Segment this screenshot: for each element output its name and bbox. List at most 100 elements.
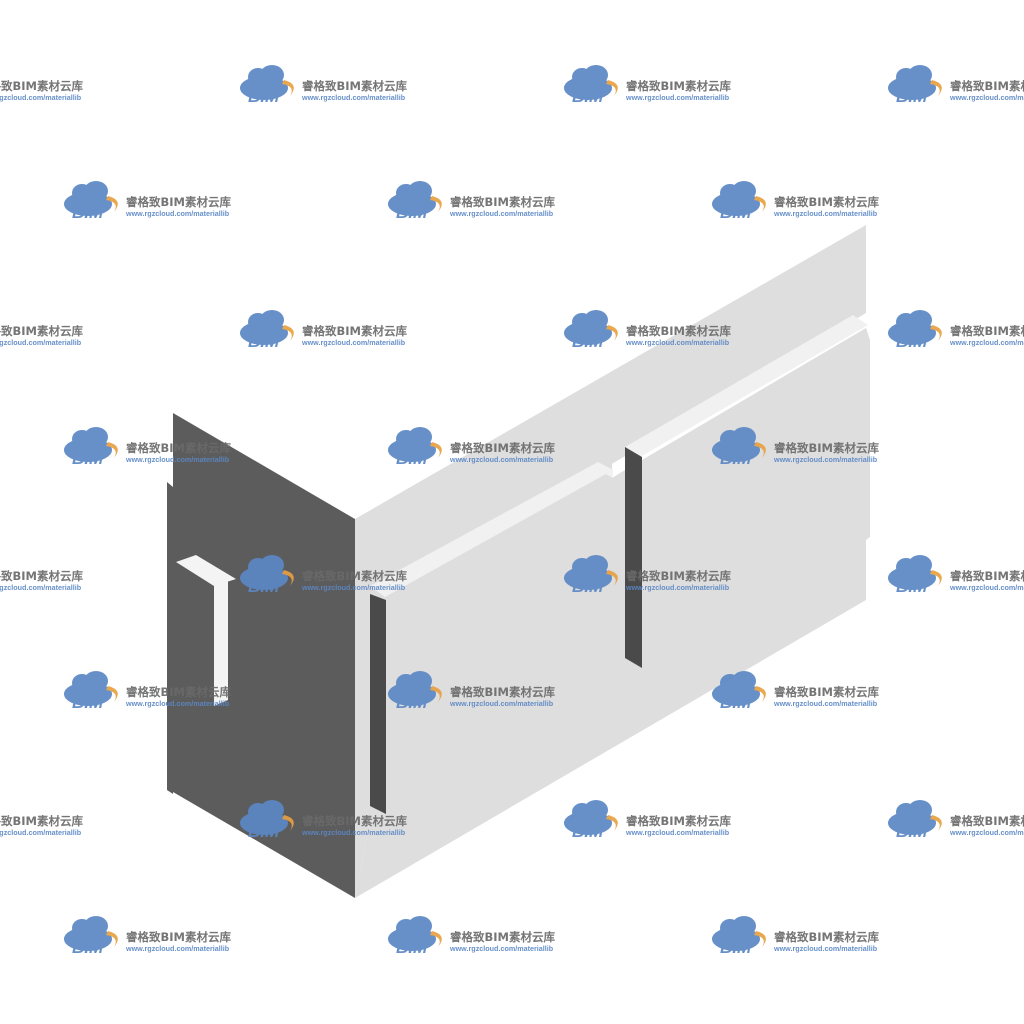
watermark-title: 睿格致BIM素材云库 [450,685,555,699]
vertical-grooves [370,447,642,814]
watermark-tile: BIM睿格致BIM素材云库www.rgzcloud.com/materialli… [0,814,83,837]
cloud-icon [712,671,766,706]
cloud-icon [64,181,118,216]
cloud-icon [240,310,294,345]
watermark-title: 睿格致BIM素材云库 [302,814,407,828]
cloud-icon [712,427,766,462]
watermark-title: 睿格致BIM素材云库 [0,79,83,93]
watermark-tile: BIM睿格致BIM素材云库www.rgzcloud.com/materialli… [564,310,731,351]
ledge-top-lower [370,462,613,597]
watermark-brand: BIM [396,938,428,957]
watermark-url: www.rgzcloud.com/materiallib [949,93,1024,102]
watermark-tile: BIM睿格致BIM素材云库www.rgzcloud.com/materialli… [0,324,83,347]
side-notch-top [176,555,236,586]
watermark-layer: BIM睿格致BIM素材云库www.rgzcloud.com/materialli… [0,65,1024,957]
watermark-tile: BIM睿格致BIM素材云库www.rgzcloud.com/materialli… [240,555,407,596]
watermark-tile: BIM睿格致BIM素材云库www.rgzcloud.com/materialli… [564,65,731,106]
watermark-tile: BIM 睿格致BIM素材云库www.rgzcloud.com/materialli… [64,916,231,957]
watermark-brand: BIM [248,822,280,841]
cloud-icon [240,65,294,100]
block-model [167,225,870,898]
watermark-title: 睿格致BIM素材云库 [126,930,231,944]
watermark-title: 睿格致BIM素材云库 [450,930,555,944]
watermark-brand: BIM [72,938,104,957]
cloud-icon [64,671,118,706]
watermark-tile: BIM睿格致BIM素材云库www.rgzcloud.com/materialli… [388,916,555,957]
watermark-brand: BIM [72,449,104,468]
watermark-brand: BIM [572,332,604,351]
watermark-tile: BIM睿格致BIM素材云库www.rgzcloud.com/materialli… [0,569,83,592]
watermark-tile: BIM 睿格致BIM素材云库www.rgzcloud.com/materialli… [240,800,407,841]
watermark-title: 睿格致BIM素材云库 [950,324,1024,338]
cloud-icon [888,800,942,835]
watermark-title: 睿格致BIM素材云库 [0,324,83,338]
watermark-url: www.rgzcloud.com/materiallib [0,93,82,102]
watermark-tile: BIM睿格致BIM素材云库www.rgzcloud.com/materialli… [64,181,231,222]
watermark-brand: BIM [896,332,928,351]
groove-left [370,594,386,814]
watermark-brand: BIM [248,577,280,596]
watermark-url: www.rgzcloud.com/materiallib [0,828,82,837]
block-side-face [167,413,355,898]
watermark-title: 睿格致BIM素材云库 [626,324,731,338]
watermark-brand: BIM [720,449,752,468]
watermark-tile: BIM睿格致BIM素材云库www.rgzcloud.com/materialli… [888,555,1024,596]
watermark-url: www.rgzcloud.com/materiallib [625,93,730,102]
watermark-brand: BIM [572,822,604,841]
cloud-icon [888,65,942,100]
groove-right [625,447,642,668]
watermark-tile: BIM睿格致BIM素材云库www.rgzcloud.com/materialli… [64,671,231,712]
watermark-url: www.rgzcloud.com/materiallib [625,583,730,592]
watermark-title: 睿格致BIM素材云库 [302,569,407,583]
watermark-tile: BIM睿格致BIM素材云库www.rgzcloud.com/materialli… [712,671,879,712]
watermark-title: 睿格致BIM素材云库 [302,324,407,338]
watermark-tile: BIM睿格致BIM素材云库www.rgzcloud.com/materialli… [564,800,731,841]
cloud-icon [712,916,766,951]
watermark-brand: BIM [572,577,604,596]
watermark-title: 睿格致BIM素材云库 [0,569,83,583]
watermark-url: www.rgzcloud.com/materiallib [449,455,554,464]
cloud-icon [388,181,442,216]
watermark-title: 睿格致BIM素材云库 [950,814,1024,828]
watermark-url: www.rgzcloud.com/materiallib [949,338,1024,347]
watermark-url: www.rgzcloud.com/materiallib [125,455,230,464]
watermark-brand: BIM [248,87,280,106]
watermark-url: www.rgzcloud.com/materiallib [125,209,230,218]
watermark-url: www.rgzcloud.com/materiallib [301,828,406,837]
watermark-brand: BIM [72,693,104,712]
watermark-tile: BIM睿格致BIM素材云库www.rgzcloud.com/materialli… [712,181,879,222]
watermark-brand: BIM [396,203,428,222]
cloud-icon [712,181,766,216]
watermark-url: www.rgzcloud.com/materiallib [949,828,1024,837]
watermark-brand: BIM [896,87,928,106]
watermark-tile: BIM睿格致BIM素材云库www.rgzcloud.com/materialli… [388,181,555,222]
watermark-title: 睿格致BIM素材云库 [302,79,407,93]
watermark-url: www.rgzcloud.com/materiallib [125,944,230,953]
watermark-tile: BIM 睿格致BIM素材云库www.rgzcloud.com/materialli… [240,310,407,351]
ledge-top-upper [625,315,868,457]
watermark-brand: BIM [248,332,280,351]
ledge-riser-lower [598,462,613,478]
watermark-title: 睿格致BIM素材云库 [126,685,231,699]
watermark-title: 睿格致BIM素材云库 [950,79,1024,93]
cloud-icon [888,310,942,345]
watermark-url: www.rgzcloud.com/materiallib [773,699,878,708]
watermark-url: www.rgzcloud.com/materiallib [773,455,878,464]
watermark-url: www.rgzcloud.com/materiallib [449,209,554,218]
cloud-icon [564,555,618,590]
cloud-icon [564,65,618,100]
watermark-tile: BIM睿格致BIM素材云库www.rgzcloud.com/materialli… [240,65,407,106]
cloud-icon [240,800,294,835]
block-front-face [355,225,870,898]
cloud-icon [388,671,442,706]
cloud-icon [240,555,294,590]
cloud-icon [64,427,118,462]
watermark-brand: BIM [396,693,428,712]
watermark-url: www.rgzcloud.com/materiallib [625,828,730,837]
watermark-title: 睿格致BIM素材云库 [774,930,879,944]
watermark-url: www.rgzcloud.com/materiallib [301,338,406,347]
watermark-url: www.rgzcloud.com/materiallib [773,944,878,953]
watermark-tile: BIM睿格致BIM素材云库www.rgzcloud.com/materialli… [712,916,879,957]
watermark-brand: BIM [720,693,752,712]
watermark-brand: BIM [572,87,604,106]
